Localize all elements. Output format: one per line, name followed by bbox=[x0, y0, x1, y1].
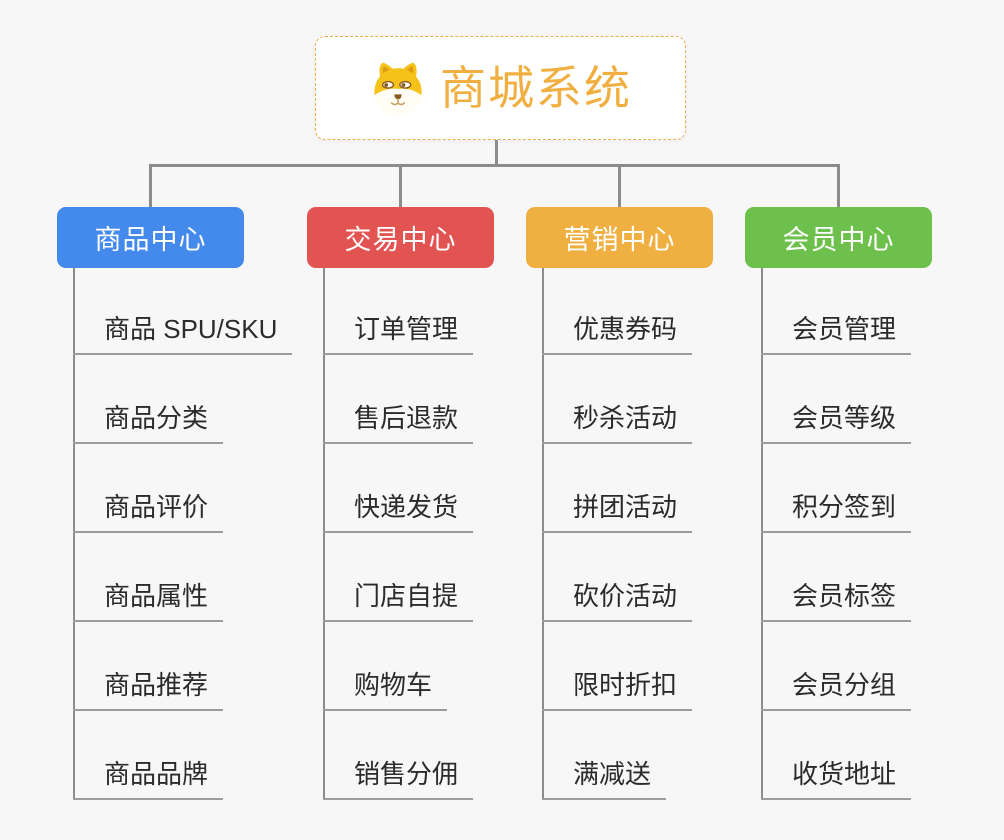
topic-node[interactable]: 限时折扣 bbox=[542, 669, 693, 711]
topic-node[interactable]: 会员分组 bbox=[761, 669, 912, 711]
branch-header[interactable]: 会员中心 bbox=[745, 207, 932, 268]
topic-node[interactable]: 商品分类 bbox=[73, 402, 224, 444]
topic-node[interactable]: 优惠券码 bbox=[542, 313, 693, 355]
topic-node[interactable]: 商品品牌 bbox=[73, 758, 224, 800]
branch-spine bbox=[542, 268, 544, 800]
topic-node[interactable]: 满减送 bbox=[542, 758, 667, 800]
topic-node[interactable]: 秒杀活动 bbox=[542, 402, 693, 444]
shiba-dog-icon bbox=[369, 57, 427, 119]
topic-node[interactable]: 拼团活动 bbox=[542, 491, 693, 533]
topic-node[interactable]: 商品推荐 bbox=[73, 669, 224, 711]
branch-header[interactable]: 商品中心 bbox=[57, 207, 244, 268]
topic-node[interactable]: 购物车 bbox=[323, 669, 448, 711]
branch-marketing-center: 营销中心 优惠券码 秒杀活动 拼团活动 砍价活动 限时折扣 满减送 bbox=[526, 207, 713, 800]
topic-node[interactable]: 售后退款 bbox=[323, 402, 474, 444]
topic-node[interactable]: 会员管理 bbox=[761, 313, 912, 355]
branch-trade-center: 交易中心 订单管理 售后退款 快递发货 门店自提 购物车 销售分佣 bbox=[307, 207, 494, 800]
topic-node[interactable]: 商品评价 bbox=[73, 491, 224, 533]
topic-node[interactable]: 商品 SPU/SKU bbox=[73, 313, 293, 355]
branch-spine bbox=[761, 268, 763, 800]
topic-node[interactable]: 积分签到 bbox=[761, 491, 912, 533]
topic-node[interactable]: 订单管理 bbox=[323, 313, 474, 355]
connector-drop bbox=[618, 166, 621, 208]
topic-node[interactable]: 商品属性 bbox=[73, 580, 224, 622]
branch-member-center: 会员中心 会员管理 会员等级 积分签到 会员标签 会员分组 收货地址 bbox=[745, 207, 932, 800]
topic-node[interactable]: 砍价活动 bbox=[542, 580, 693, 622]
topic-node[interactable]: 销售分佣 bbox=[323, 758, 474, 800]
branch-product-center: 商品中心 商品 SPU/SKU 商品分类 商品评价 商品属性 商品推荐 商品品牌 bbox=[57, 207, 293, 800]
topic-node[interactable]: 收货地址 bbox=[761, 758, 912, 800]
root-node[interactable]: 商城系统 bbox=[315, 36, 686, 140]
branch-spine bbox=[323, 268, 325, 800]
connector-drop bbox=[149, 166, 152, 208]
topic-node[interactable]: 会员标签 bbox=[761, 580, 912, 622]
branch-header[interactable]: 交易中心 bbox=[307, 207, 494, 268]
connector-trunk bbox=[495, 140, 498, 165]
topic-node[interactable]: 门店自提 bbox=[323, 580, 474, 622]
connector-drop bbox=[399, 166, 402, 208]
root-title: 商城系统 bbox=[440, 62, 632, 114]
branch-header[interactable]: 营销中心 bbox=[526, 207, 713, 268]
connector-drop bbox=[837, 166, 840, 208]
connector-rail bbox=[149, 164, 840, 167]
topic-node[interactable]: 快递发货 bbox=[323, 491, 474, 533]
branch-spine bbox=[73, 268, 75, 800]
topic-node[interactable]: 会员等级 bbox=[761, 402, 912, 444]
